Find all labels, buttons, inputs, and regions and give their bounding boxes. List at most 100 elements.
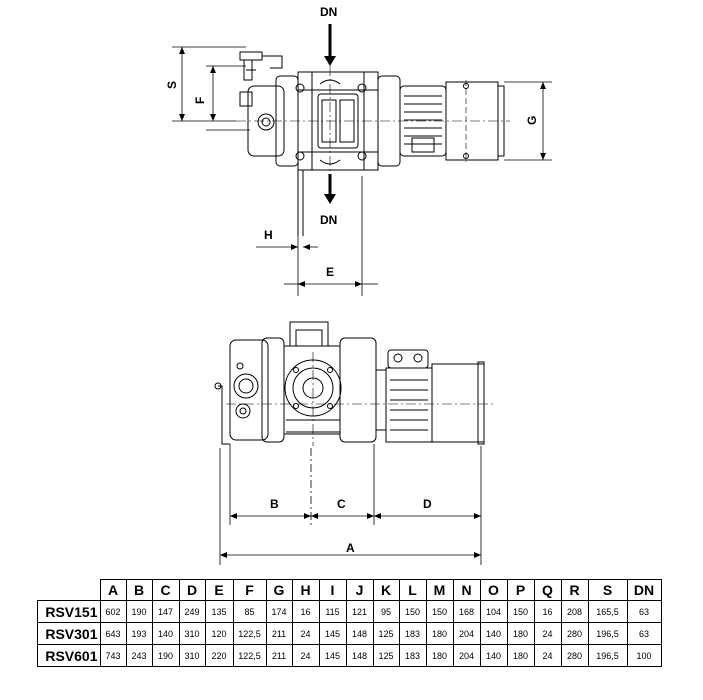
label-h: H	[264, 228, 273, 242]
table-cell: 150	[425, 600, 454, 623]
table-cell: 104	[479, 600, 508, 623]
table-cell: 148	[345, 622, 374, 645]
col-header: P	[506, 579, 535, 601]
table-cell: 249	[178, 600, 206, 623]
table-cell: 150	[398, 600, 427, 623]
table-cell: 280	[560, 622, 589, 645]
table-cell: 196,5	[587, 622, 628, 645]
table-cell: 174	[265, 600, 293, 623]
table-cell: 24	[291, 644, 320, 667]
flow-arrows	[324, 24, 336, 204]
table-cell: 183	[398, 622, 427, 645]
table-cell: 190	[151, 644, 180, 667]
table-cell: 24	[533, 622, 562, 645]
table-cell: 643	[99, 622, 127, 645]
table-cell: 122,5	[232, 622, 267, 645]
front-view	[214, 321, 496, 446]
table-cell: 63	[626, 600, 662, 623]
table-cell: 196,5	[587, 644, 628, 667]
table-cell: 135	[204, 600, 234, 623]
table-cell: 125	[372, 644, 400, 667]
table-cell: 147	[151, 600, 180, 623]
table-cell: 100	[626, 644, 662, 667]
label-d: D	[423, 497, 432, 511]
col-header: DN	[626, 579, 662, 601]
table-cell: 180	[425, 622, 454, 645]
table-cell: 140	[479, 644, 508, 667]
label-f: F	[193, 97, 207, 104]
col-header: K	[372, 579, 400, 601]
table-cell: 204	[452, 622, 481, 645]
col-header: A	[99, 579, 127, 601]
label-e: E	[326, 265, 334, 279]
table-cell: 310	[178, 622, 206, 645]
col-header: G	[265, 579, 293, 601]
table-cell: 211	[265, 644, 293, 667]
row-name: RSV301	[37, 622, 101, 645]
table-cell: 24	[291, 622, 320, 645]
col-header: R	[560, 579, 589, 601]
col-header: O	[479, 579, 508, 601]
table-cell: 211	[265, 622, 293, 645]
table-cell: 602	[99, 600, 127, 623]
table-cell: 122,5	[232, 644, 267, 667]
label-g: G	[525, 116, 539, 125]
table-corner	[37, 579, 101, 601]
table-cell: 121	[345, 600, 374, 623]
col-header: L	[398, 579, 427, 601]
col-header: I	[318, 579, 347, 601]
col-header: F	[232, 579, 267, 601]
table-cell: 16	[533, 600, 562, 623]
technical-drawing: DN DN S F G H E B C D A	[165, 5, 552, 565]
col-header: C	[151, 579, 180, 601]
table-cell: 183	[398, 644, 427, 667]
table-cell: 193	[125, 622, 153, 645]
col-header: J	[345, 579, 374, 601]
table-cell: 150	[506, 600, 535, 623]
label-dn-top: DN	[320, 5, 337, 19]
table-cell: 168	[452, 600, 481, 623]
dimensions-table: A B C D E F G H I J K L M N O P Q R S DN…	[37, 579, 662, 667]
table-cell: 220	[204, 644, 234, 667]
col-header: N	[452, 579, 481, 601]
table-row: RSV601 743 243 190 310 220 122,5 211 24 …	[37, 644, 662, 667]
row-name: RSV151	[37, 600, 101, 623]
table-cell: 115	[318, 600, 347, 623]
table-row: RSV301 643 193 140 310 120 122,5 211 24 …	[37, 622, 662, 645]
table-cell: 180	[506, 622, 535, 645]
table-cell: 140	[479, 622, 508, 645]
col-header: H	[291, 579, 320, 601]
table-cell: 120	[204, 622, 234, 645]
table-cell: 208	[560, 600, 589, 623]
col-header: E	[204, 579, 234, 601]
table-cell: 16	[291, 600, 320, 623]
table-cell: 148	[345, 644, 374, 667]
table-header-row: A B C D E F G H I J K L M N O P Q R S DN	[37, 579, 662, 601]
table-cell: 145	[318, 644, 347, 667]
label-a: A	[346, 541, 355, 555]
table-cell: 24	[533, 644, 562, 667]
label-s: S	[165, 81, 179, 89]
table-cell: 180	[506, 644, 535, 667]
col-header: B	[125, 579, 153, 601]
row-name: RSV601	[37, 644, 101, 667]
table-cell: 85	[232, 600, 267, 623]
table-cell: 190	[125, 600, 153, 623]
table-cell: 180	[425, 644, 454, 667]
table-cell: 743	[99, 644, 127, 667]
col-header: M	[425, 579, 454, 601]
table-cell: 280	[560, 644, 589, 667]
table-cell: 165,5	[587, 600, 628, 623]
table-cell: 63	[626, 622, 662, 645]
label-c: C	[337, 497, 346, 511]
table-cell: 95	[372, 600, 400, 623]
col-header: Q	[533, 579, 562, 601]
top-view-dimensions	[172, 46, 552, 296]
label-b: B	[270, 497, 279, 511]
table-cell: 243	[125, 644, 153, 667]
front-view-dimensions	[219, 444, 482, 565]
table-cell: 145	[318, 622, 347, 645]
col-header: S	[587, 579, 628, 601]
col-header: D	[178, 579, 206, 601]
table-cell: 140	[151, 622, 180, 645]
